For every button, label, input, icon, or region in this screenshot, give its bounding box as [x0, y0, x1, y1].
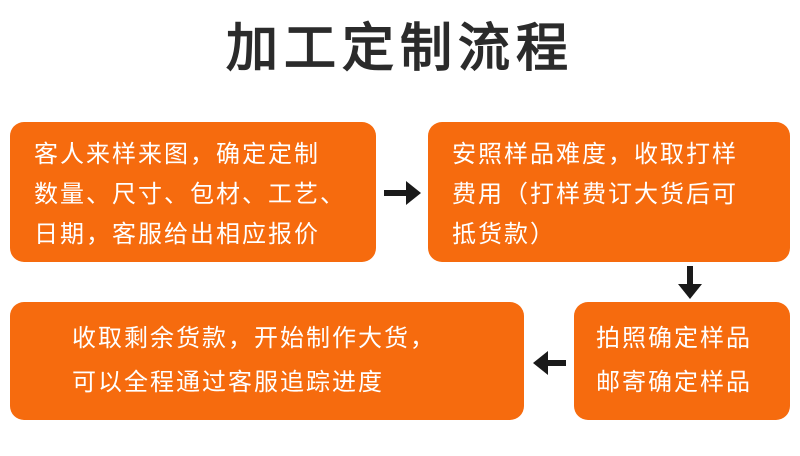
arrow-down-icon	[678, 266, 702, 299]
step-2-line-2: 费用（打样费订大货后可	[452, 180, 738, 208]
step-4-line-1: 收取剩余货款，开始制作大货，	[72, 324, 436, 352]
step-1-line-3: 日期，客服给出相应报价	[34, 220, 320, 248]
arrow-left-icon	[533, 351, 566, 375]
step-3-box: 拍照确定样品 邮寄确定样品	[574, 302, 790, 420]
arrow-right-icon	[384, 181, 421, 205]
page-title: 加工定制流程	[225, 19, 574, 79]
step-1-box: 客人来样来图，确定定制 数量、尺寸、包材、工艺、 日期，客服给出相应报价	[10, 122, 376, 262]
step-3-line-2: 邮寄确定样品	[596, 368, 752, 396]
step-2-line-1: 安照样品难度，收取打样	[452, 140, 738, 168]
step-1-line-2: 数量、尺寸、包材、工艺、	[34, 180, 346, 208]
step-4-line-2: 可以全程通过客服追踪进度	[72, 368, 384, 396]
step-2-box: 安照样品难度，收取打样 费用（打样费订大货后可 抵货款）	[428, 122, 790, 262]
step-1-line-1: 客人来样来图，确定定制	[34, 140, 320, 168]
step-4-box: 收取剩余货款，开始制作大货， 可以全程通过客服追踪进度	[10, 302, 524, 420]
step-3-line-1: 拍照确定样品	[596, 324, 752, 352]
step-2-line-3: 抵货款）	[452, 220, 556, 248]
